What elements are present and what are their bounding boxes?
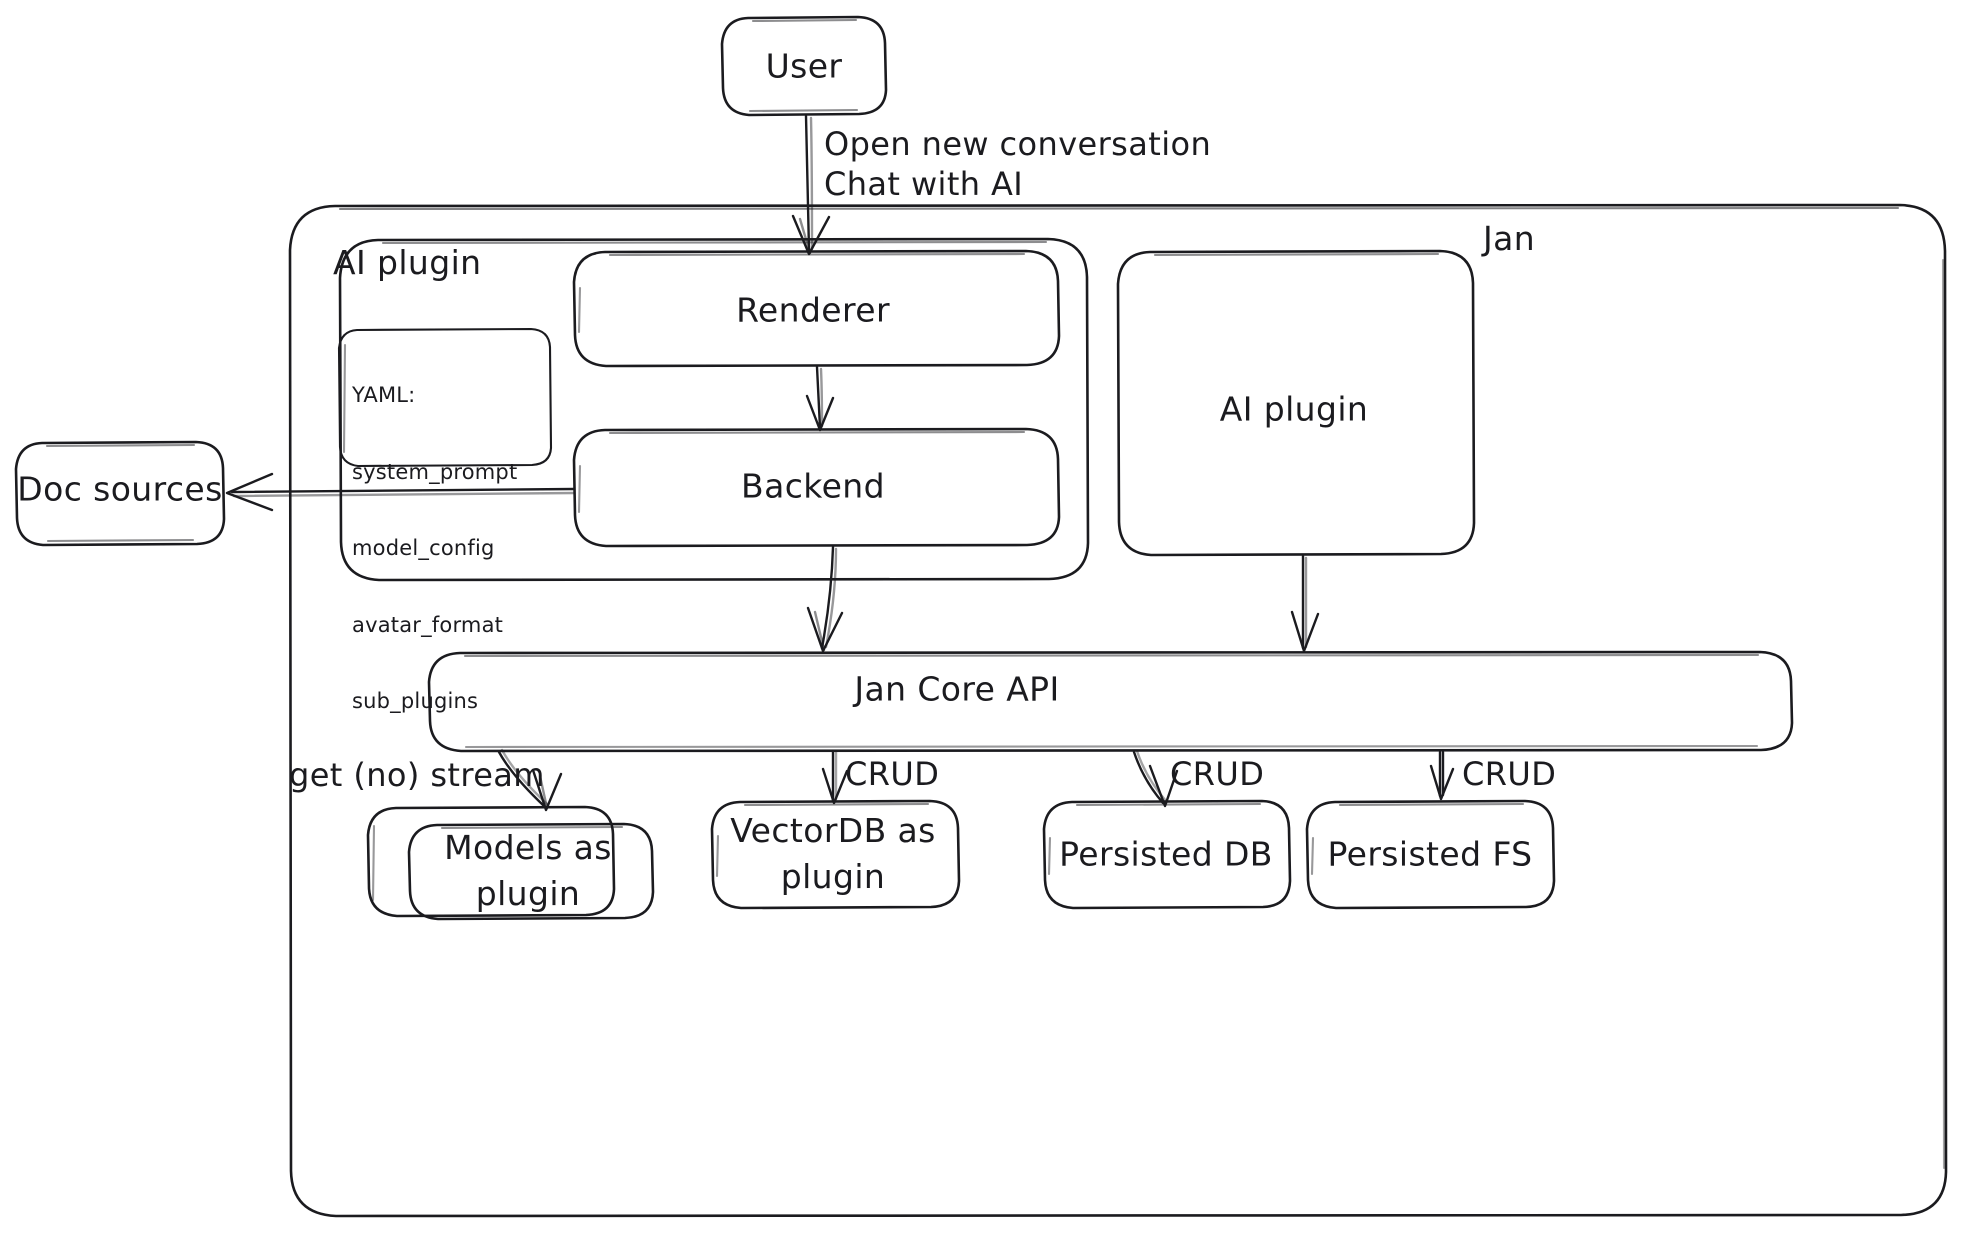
vectordb-as-plugin-shape[interactable] [710,799,961,910]
ai-plugin-group-shape[interactable] [338,237,1090,582]
jan-core-api-shape[interactable] [427,650,1794,753]
arrow-renderer-to-backend [805,365,835,432]
arrow-user-to-renderer [791,114,831,256]
jan-container-shape[interactable] [288,203,1948,1218]
arrow-core-to-models [497,748,563,812]
arrow-backend-to-doc-sources [225,472,576,512]
persisted-fs-shape[interactable] [1305,799,1556,910]
backend-shape[interactable] [572,427,1061,548]
user-shape[interactable] [720,15,888,117]
doc-sources-shape[interactable] [14,440,226,547]
models-as-plugin-back-shape[interactable] [366,805,616,918]
arrow-backend-to-core [806,545,844,653]
persisted-db-shape[interactable] [1042,799,1292,910]
arrow-core-to-fs [1429,750,1455,801]
ai-plugin-box-shape[interactable] [1116,249,1476,557]
models-as-plugin-shape[interactable] [407,822,655,921]
renderer-shape[interactable] [572,249,1061,368]
arrow-ai-plugin-to-core [1290,554,1320,653]
arrow-core-to-db [1132,749,1179,808]
arrow-core-to-vectordb [821,750,849,805]
yaml-card-shape[interactable] [337,327,553,468]
